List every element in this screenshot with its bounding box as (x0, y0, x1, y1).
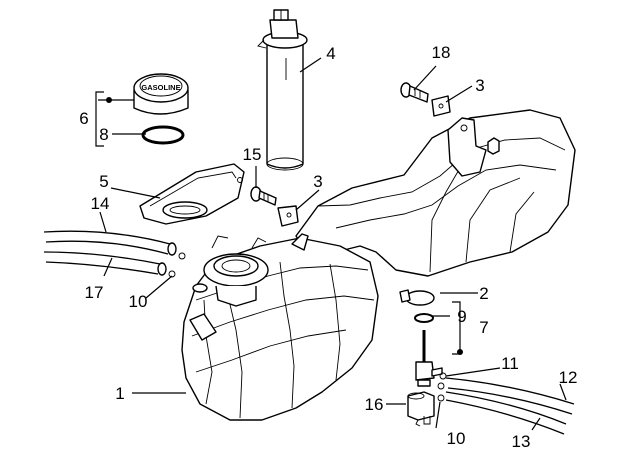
fuel-level-sender (257, 9, 308, 171)
group-dot-7 (457, 349, 463, 355)
callout-2: 2 (479, 284, 488, 303)
callout-17: 17 (85, 283, 104, 302)
group-dot-6 (106, 97, 112, 103)
screw-15 (250, 186, 277, 206)
fuel-tap-7 (415, 330, 443, 387)
callout-3-upper: 3 (475, 76, 484, 95)
callout-11: 11 (501, 354, 519, 373)
fuel-tank (181, 233, 379, 421)
callout-8: 8 (99, 125, 108, 144)
tank-frame (295, 109, 576, 277)
callout-15: 15 (243, 145, 262, 164)
callout-5: 5 (99, 172, 108, 191)
fuel-hoses-right (437, 372, 575, 435)
cap-text: GASOLINE (141, 83, 180, 92)
leader-lines (95, 57, 567, 431)
clip-nut-3-lower (277, 205, 299, 227)
callout-labels: 1 2 3 3 4 5 6 7 8 9 10 10 11 12 13 14 15… (79, 43, 577, 451)
callout-16: 16 (365, 395, 384, 414)
fuel-filter-16 (407, 391, 435, 427)
callout-10-left: 10 (129, 292, 148, 311)
callout-12: 12 (559, 368, 578, 387)
callout-7: 7 (479, 318, 488, 337)
callout-4: 4 (326, 44, 335, 63)
callout-18: 18 (432, 43, 451, 62)
breather-hoses-left (43, 230, 186, 278)
callout-14: 14 (91, 194, 110, 213)
o-ring-9 (414, 313, 434, 323)
callout-9: 9 (457, 307, 466, 326)
fuel-cap: GASOLINE (133, 73, 189, 115)
callout-1: 1 (115, 384, 124, 403)
filler-tray (139, 163, 245, 225)
clip-nut-3-upper (431, 95, 451, 117)
callout-13: 13 (512, 432, 531, 451)
screw-18 (400, 82, 429, 103)
callout-3-lower: 3 (313, 172, 322, 191)
hose-clamp-2 (399, 289, 435, 306)
callout-6: 6 (79, 109, 88, 128)
cap-gasket (141, 125, 185, 145)
callout-10-bottom: 10 (447, 429, 466, 448)
